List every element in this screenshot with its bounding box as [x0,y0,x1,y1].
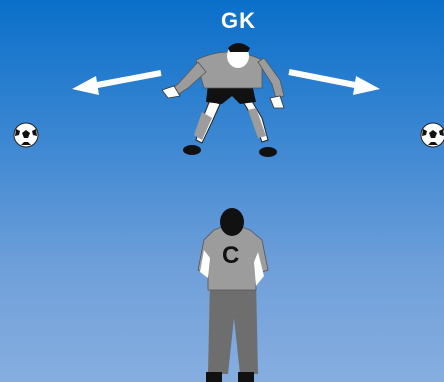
goalkeeper-figure [162,43,284,157]
coach-figure [198,208,268,382]
goalkeeper-label: GK [221,8,256,34]
coach-jersey-letter: C [222,242,239,270]
arrow-right-icon [289,72,380,95]
soccer-ball-icon [14,123,38,147]
arrow-left-icon [72,73,161,95]
soccer-ball-icon [421,123,444,147]
